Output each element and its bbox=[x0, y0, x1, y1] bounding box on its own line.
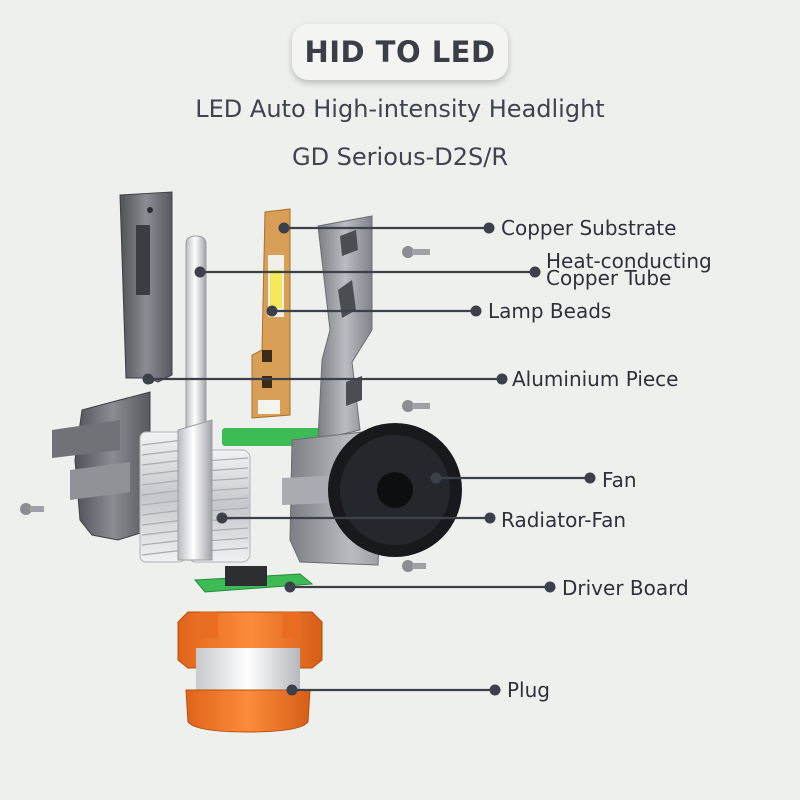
fan-disc bbox=[328, 423, 462, 557]
leader-lines bbox=[148, 226, 590, 692]
driver-board-part bbox=[193, 566, 314, 593]
label-aluminium-piece: Aluminium Piece bbox=[512, 367, 679, 391]
orange-plug bbox=[177, 611, 323, 733]
label-heat-conducting-line1: Heat-conducting bbox=[546, 249, 712, 273]
leader-dots bbox=[142, 222, 596, 696]
dot-lamp-beads-end bbox=[470, 305, 482, 317]
dot-copper-substrate-start bbox=[278, 222, 290, 234]
dot-driver-start bbox=[284, 581, 296, 593]
label-radiator-fan: Radiator-Fan bbox=[501, 508, 627, 532]
copper-tube bbox=[177, 235, 213, 561]
label-heat-conducting-copper-tube: Heat-conducting Copper Tube bbox=[546, 249, 712, 290]
label-plug: Plug bbox=[507, 678, 550, 702]
dot-fan-end bbox=[584, 472, 596, 484]
label-copper-substrate: Copper Substrate bbox=[501, 216, 677, 240]
subtitle-line-2: GD Serious-D2S/R bbox=[291, 143, 509, 171]
dot-copper-tube-end bbox=[529, 266, 541, 278]
dot-radiator-end bbox=[484, 512, 496, 524]
dot-radiator-start bbox=[216, 512, 228, 524]
subtitle-line-1: LED Auto High-intensity Headlight bbox=[195, 95, 605, 123]
dot-plug-end bbox=[489, 684, 501, 696]
title-badge: HID TO LED bbox=[292, 24, 508, 80]
label-driver-board: Driver Board bbox=[562, 576, 689, 600]
dot-plug-start bbox=[286, 684, 298, 696]
dot-fan-start bbox=[430, 472, 442, 484]
screws bbox=[20, 246, 430, 572]
dot-lamp-beads-start bbox=[266, 305, 278, 317]
label-copper-tube-line2: Copper Tube bbox=[546, 266, 672, 290]
dot-copper-substrate-end bbox=[483, 222, 495, 234]
title-badge-text: HID TO LED bbox=[304, 35, 496, 69]
label-lamp-beads: Lamp Beads bbox=[488, 299, 612, 323]
dot-aluminium-end bbox=[496, 373, 508, 385]
dot-aluminium-start bbox=[142, 373, 154, 385]
dot-copper-tube-start bbox=[194, 266, 206, 278]
dot-driver-end bbox=[544, 581, 556, 593]
left-aluminium-bracket bbox=[52, 191, 173, 541]
label-fan: Fan bbox=[602, 468, 637, 492]
